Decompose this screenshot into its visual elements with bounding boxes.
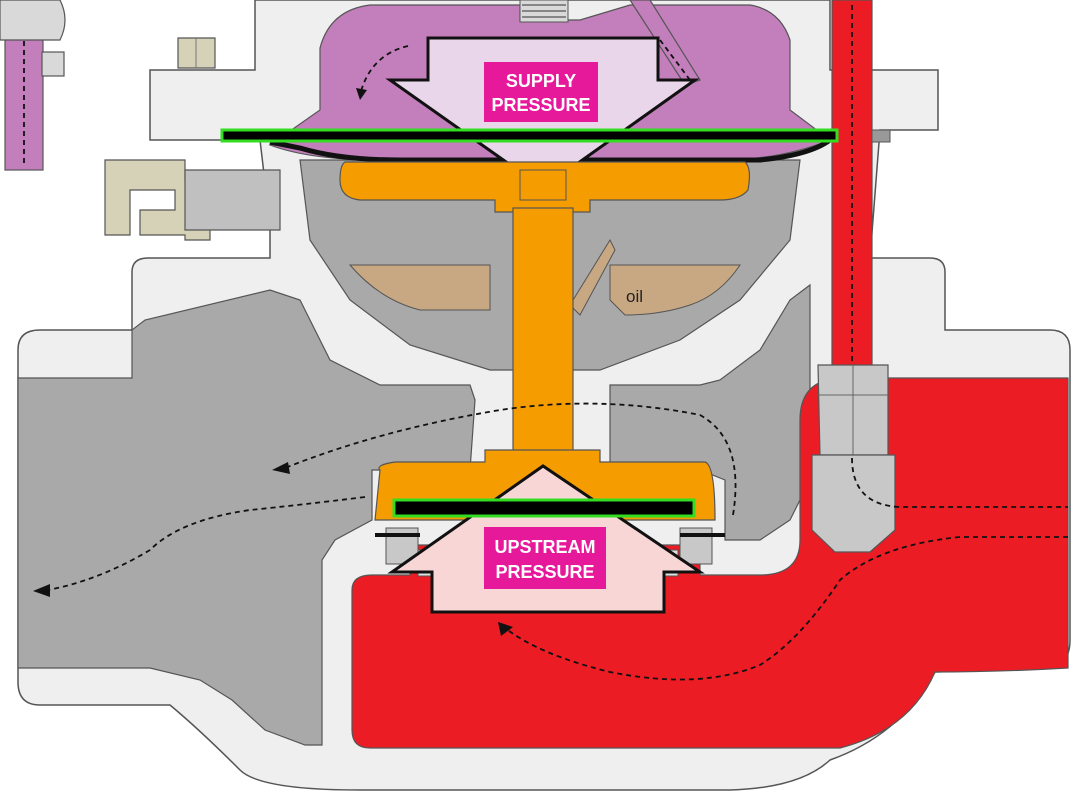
upstream-label-line1: UPSTREAM bbox=[494, 537, 595, 557]
flow-arrows bbox=[33, 402, 1068, 681]
upstream-label-bg bbox=[484, 527, 606, 589]
oil-region bbox=[348, 264, 491, 311]
oil-label: oil bbox=[626, 287, 643, 306]
upper-highlight-box bbox=[220, 128, 839, 143]
supply-label-line2: PRESSURE bbox=[491, 95, 590, 115]
valve-stem bbox=[512, 207, 574, 453]
supply-label-line1: SUPPLY bbox=[506, 71, 576, 91]
supply-label-bg bbox=[484, 62, 598, 122]
diaphragm bbox=[269, 137, 832, 163]
lower-highlight-box bbox=[392, 498, 696, 518]
upstream-label-line2: PRESSURE bbox=[495, 562, 594, 582]
spring bbox=[519, 0, 569, 23]
downstream-chamber bbox=[17, 289, 476, 746]
